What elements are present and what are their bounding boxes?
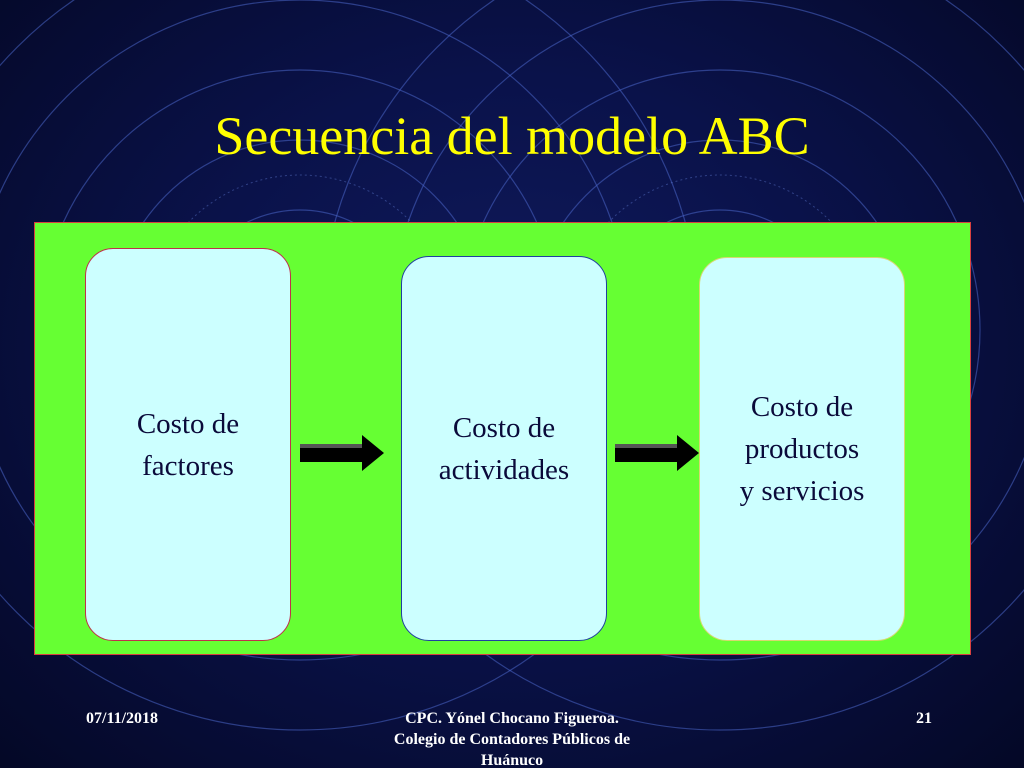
abc-sequence-diagram: Costo de factores Costo de actividades C… [34,222,971,655]
stage-box-costo-actividades: Costo de actividades [401,256,607,641]
stage-label: Costo de actividades [438,411,570,486]
stage-box-costo-factores: Costo de factores [85,248,291,641]
footer-author-line: CPC. Yónel Chocano Figueroa. [405,710,619,727]
footer-page-number: 21 [916,710,932,727]
footer-date: 07/11/2018 [86,710,159,727]
stage-box-costo-productos: Costo de productos y servicios [699,257,905,641]
footer-author-line: Colegio de Contadores Públicos de [393,731,631,748]
arrow-right-icon [300,435,384,471]
stage-label: Costo de factores [136,407,240,482]
arrow-right-icon [615,435,699,471]
stage-label: Costo de productos y servicios [739,391,865,507]
footer-author-line: Huánuco [480,752,544,768]
footer-author: CPC. Yónel Chocano Figueroa. Colegio de … [312,708,712,768]
slide-title: Secuencia del modelo ABC [214,106,810,166]
